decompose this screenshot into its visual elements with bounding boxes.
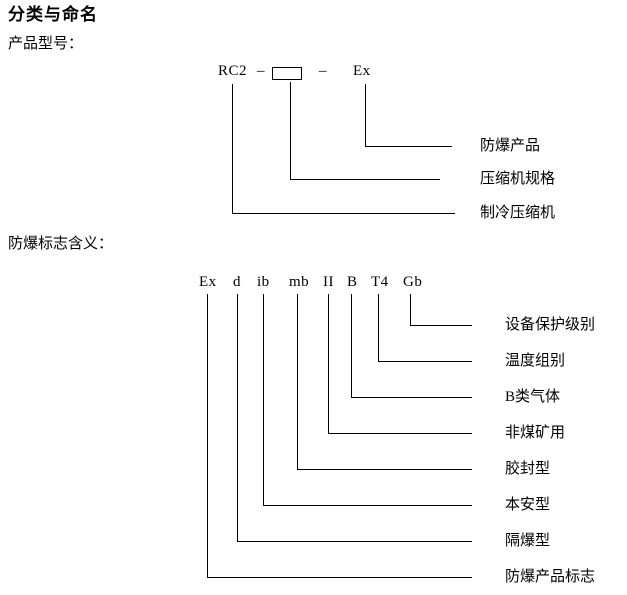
callout-label: 本安型 xyxy=(505,497,551,513)
callout-label: 温度组别 xyxy=(505,353,566,369)
ex-mark-section-label: 防爆标志含义： xyxy=(8,236,114,252)
mark-token: II xyxy=(323,274,334,290)
connector-line xyxy=(378,294,379,361)
connector-line xyxy=(237,541,472,542)
mark-token: Gb xyxy=(403,274,423,290)
callout-label: 压缩机规格 xyxy=(480,171,556,187)
page-title: 分类与命名 xyxy=(8,5,98,24)
callout-label: 设备保护级别 xyxy=(505,317,596,333)
connector-line xyxy=(328,433,472,434)
connector-line xyxy=(351,397,472,398)
connector-line xyxy=(410,294,411,325)
connector-line xyxy=(410,325,472,326)
callout-label: B类气体 xyxy=(505,389,561,405)
connector-line xyxy=(232,213,455,214)
product-model-section-label: 产品型号： xyxy=(8,36,84,52)
connector-line xyxy=(365,146,452,147)
connector-line xyxy=(297,469,472,470)
connector-line xyxy=(351,294,352,397)
mark-token: Ex xyxy=(199,274,217,290)
connector-line xyxy=(263,505,472,506)
connector-line xyxy=(232,84,233,213)
model-code-dash2: – xyxy=(319,63,327,79)
callout-label: 防爆产品 xyxy=(480,138,541,154)
connector-line xyxy=(207,577,472,578)
connector-line xyxy=(237,294,238,541)
mark-token: mb xyxy=(289,274,310,290)
callout-label: 隔爆型 xyxy=(505,533,551,549)
connector-line xyxy=(290,82,291,179)
model-code-dash1: – xyxy=(257,63,265,79)
callout-label: 防爆产品标志 xyxy=(505,569,596,585)
callout-label: 制冷压缩机 xyxy=(480,205,556,221)
connector-line xyxy=(378,361,472,362)
connector-line xyxy=(328,294,329,433)
mark-token: B xyxy=(347,274,358,290)
callout-label: 非煤矿用 xyxy=(505,425,566,441)
model-code-prefix: RC2 xyxy=(218,63,248,79)
model-code-suffix: Ex xyxy=(353,63,371,79)
connector-line xyxy=(290,179,440,180)
connector-line xyxy=(207,294,208,577)
connector-line xyxy=(297,294,298,469)
mark-token: T4 xyxy=(371,274,389,290)
mark-token: ib xyxy=(257,274,270,290)
mark-token: d xyxy=(233,274,241,290)
connector-line xyxy=(263,294,264,505)
callout-label: 胶封型 xyxy=(505,461,551,477)
connector-line xyxy=(365,84,366,146)
model-spec-placeholder-box xyxy=(272,67,302,80)
